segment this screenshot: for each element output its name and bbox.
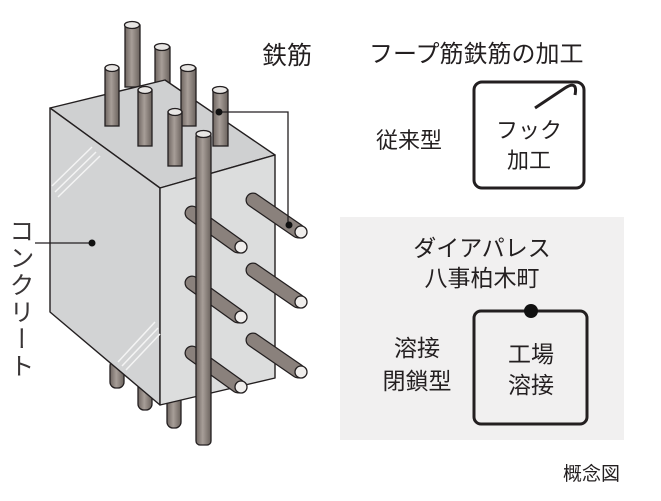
leader-dots xyxy=(88,108,293,247)
long-vertical-rod xyxy=(195,129,212,446)
weld-point-icon xyxy=(524,304,538,318)
rod-caps xyxy=(123,20,171,52)
brand-line1: ダイアパレス xyxy=(413,236,551,262)
concrete-label: コンクリート xyxy=(6,218,35,380)
hook-line1: フック xyxy=(496,119,562,144)
leader-lines xyxy=(35,111,289,244)
welded-line2: 閉鎖型 xyxy=(383,369,452,395)
brand-line2: 八事柏木町 xyxy=(425,266,540,292)
factory-line1: 工場 xyxy=(508,342,554,368)
brand-panel xyxy=(340,217,624,440)
hook-box xyxy=(472,80,586,190)
factory-line2: 溶接 xyxy=(508,373,554,399)
hook-icon xyxy=(534,83,577,110)
rebar-label: 鉄筋 xyxy=(262,41,312,70)
caption: 概念図 xyxy=(563,462,620,485)
block-chamfer-lines xyxy=(51,146,161,371)
conventional-label: 従来型 xyxy=(376,129,442,154)
welded-line1: 溶接 xyxy=(394,336,440,362)
hoop-title: フープ筋鉄筋の加工 xyxy=(369,40,584,68)
top-rods-front xyxy=(104,63,229,167)
hook-line2: 加工 xyxy=(507,149,551,174)
